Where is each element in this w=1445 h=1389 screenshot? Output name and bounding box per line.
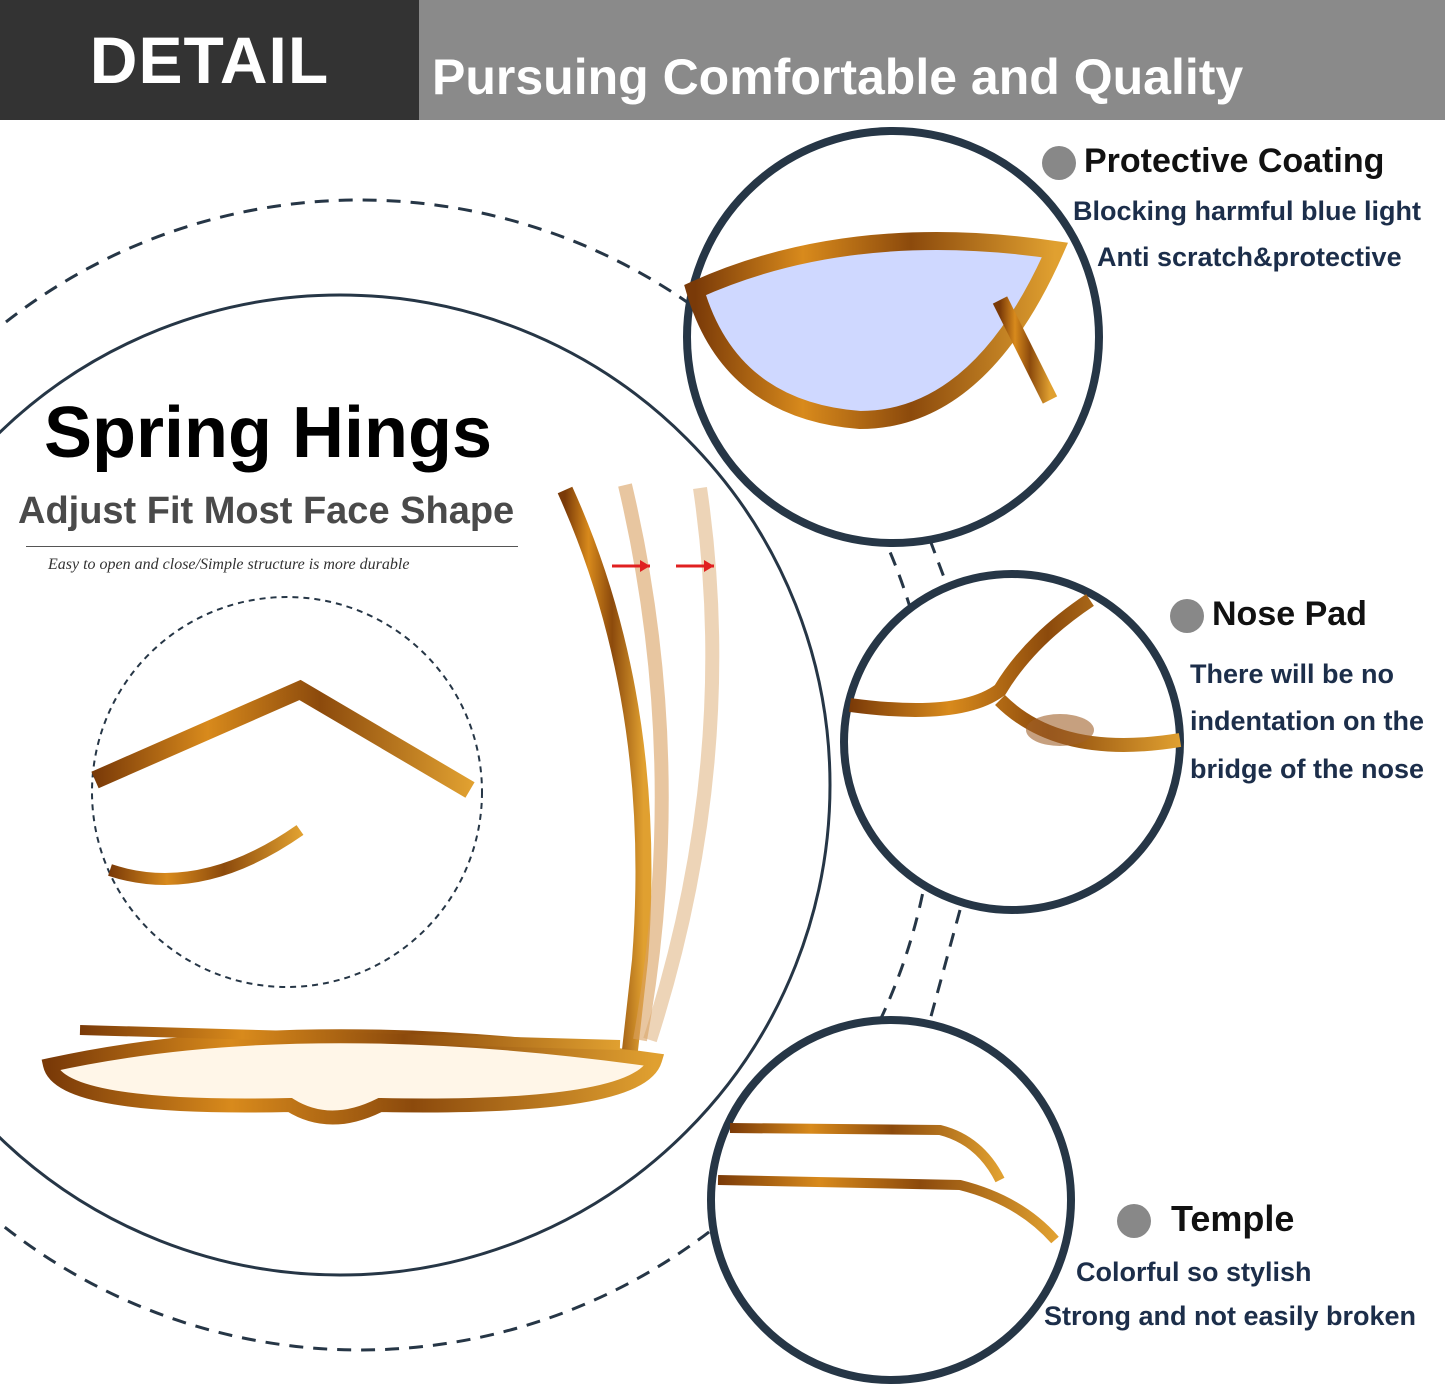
- header-tagline: Pursuing Comfortable and Quality: [432, 49, 1244, 105]
- feature-title-coating: Protective Coating: [1042, 142, 1384, 181]
- bullet-icon: [1170, 599, 1204, 634]
- feature-line: Colorful so stylish: [1076, 1257, 1312, 1287]
- hinge-frame: [91, 679, 475, 798]
- feature-line: Anti scratch&protective: [1097, 242, 1402, 272]
- bullet-icon: [1042, 146, 1076, 181]
- spring-hinge-caption: Easy to open and close/Simple structure …: [48, 556, 410, 573]
- feature-line: bridge of the nose: [1190, 754, 1425, 784]
- bullet-icon: [1117, 1204, 1151, 1239]
- header-badge-bg: [0, 0, 419, 120]
- hinge-zoom-circle: [91, 596, 483, 988]
- feature-title-temple: Temple: [1117, 1198, 1294, 1240]
- temple-circle: [707, 1016, 1075, 1384]
- header-tagline-bg: [419, 0, 1445, 120]
- spring-hinge-title: Spring Hings: [44, 393, 492, 473]
- spring-hinge-subtitle: Adjust Fit Most Face Shape: [18, 490, 515, 532]
- feature-line: Strong and not easily broken: [1044, 1301, 1417, 1331]
- divider: [26, 546, 518, 547]
- feature-line: There will be no: [1190, 659, 1395, 689]
- feature-title-nose-pad: Nose Pad: [1170, 595, 1367, 634]
- feature-line: Blocking harmful blue light: [1073, 196, 1422, 226]
- feature-line: indentation on the: [1190, 706, 1424, 736]
- temple-arm: [557, 486, 652, 1051]
- header-badge: DETAIL: [89, 23, 330, 97]
